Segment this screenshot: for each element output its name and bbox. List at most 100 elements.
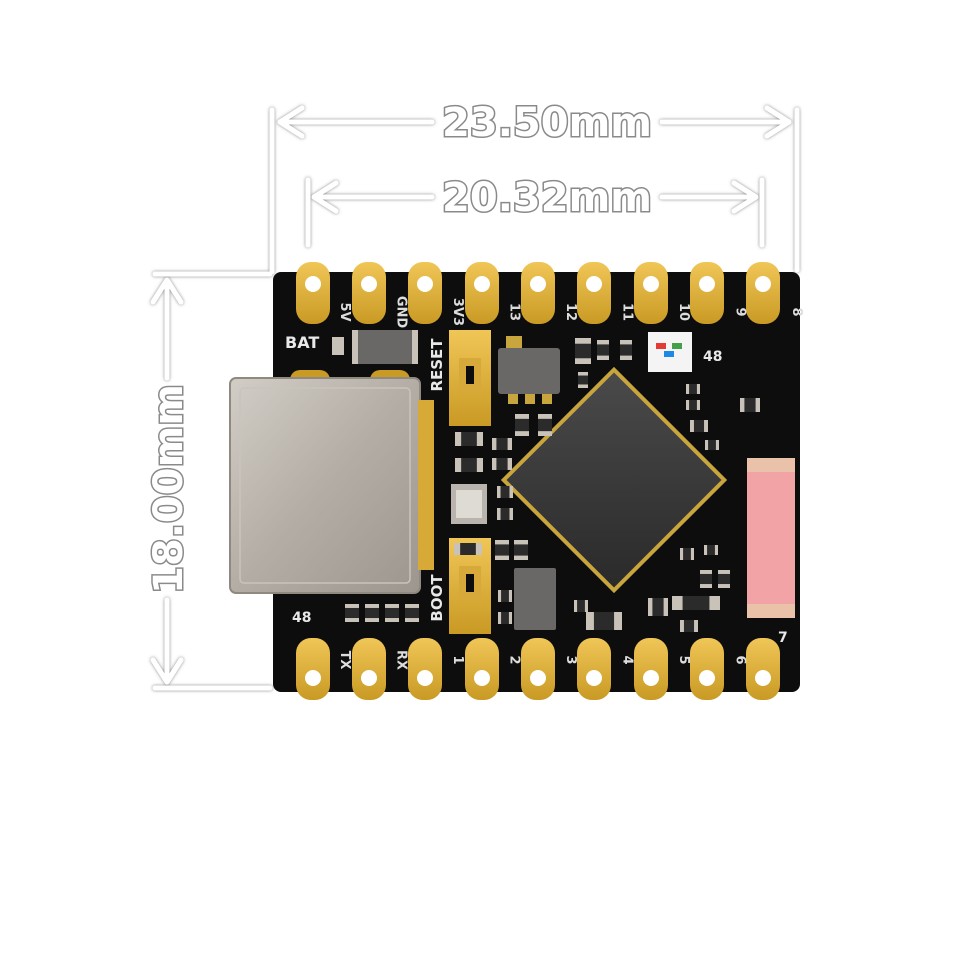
smd-component [365,604,379,622]
smd-end [696,400,700,410]
height-arrow-bottom [150,657,184,685]
top-pad-hole [417,276,433,292]
smd-body [680,620,698,632]
smd-end [578,384,588,388]
smd-body [680,548,694,560]
top-pad [465,262,499,324]
smd-end [704,420,708,432]
smd-end [718,584,730,588]
smd-component [705,440,719,450]
bottom-pin-label: 6 [733,655,748,664]
dimension-lines [150,105,800,691]
smd-end [495,540,509,545]
smd-end [686,400,690,410]
bat-label: BAT [285,333,319,352]
top-pad [296,262,330,324]
smd-component [454,543,482,555]
inner-width-arrow-right [731,180,759,214]
smd-component [538,414,552,436]
top-pad [352,262,386,324]
smd-end [492,438,497,450]
led-green [672,343,682,349]
smd-component [405,604,419,622]
smd-component [620,340,632,360]
bottom-pad-hole [530,670,546,686]
smd-end [690,548,694,560]
bottom-pad-hole [586,670,602,686]
voltage-regulator [498,348,560,394]
bottom-pad-hole [755,670,771,686]
top-pad-hole [643,276,659,292]
smd-component [597,340,609,360]
smd-body [686,400,700,410]
smd-component [492,438,512,450]
top-pad [690,262,724,324]
mcu-package [506,372,722,588]
smd-end [663,598,668,616]
bottom-pad [746,638,780,700]
bottom-pad [465,638,499,700]
led-blue [664,351,674,357]
smd-end [680,620,684,632]
bottom-pad-hole [305,670,321,686]
smd-component [498,612,512,624]
smd-component [575,338,591,364]
smd-body [597,340,609,360]
smd-end [365,604,379,608]
smd-end [475,543,482,555]
smd-end [694,620,698,632]
boot-button-hole [466,574,474,592]
smd-end [575,358,591,364]
mcu-chip [500,366,728,594]
smd-component [514,540,528,560]
top-pad [577,262,611,324]
smd-end [597,355,609,360]
smd-body [620,340,632,360]
smd-end [584,600,588,612]
inductor [352,330,418,364]
bottom-pin-label: 4 [620,655,635,664]
smd-body [740,398,760,412]
smd-component [492,458,512,470]
regulator-pin-1 [506,336,522,348]
smd-end [514,540,528,545]
smd-end [405,618,419,622]
outer-width-arrow-left [277,105,305,139]
top-pin-label: 10 [676,303,691,321]
smd-end [509,486,513,498]
top-pin-label: 12 [563,303,578,321]
top-pin-label: 8 [789,307,804,316]
smd-end [597,340,609,345]
bottom-pin-label: 1 [450,655,465,664]
smd-end [507,438,512,450]
smd-body [690,420,708,432]
boot-label: BOOT [428,574,446,622]
bottom-pin-label: 5 [676,655,691,664]
smd-component [690,420,708,432]
smd-end [455,432,462,446]
smd-component [740,398,760,412]
smd-end [385,604,399,608]
top-pad-hole [474,276,490,292]
smd-body [515,414,529,436]
inductor-cap-left [352,330,358,364]
smd-end [714,545,718,555]
smd-body [492,438,512,450]
smd-body [514,540,528,560]
inner-width-arrow-left [311,180,339,214]
regulator-pin-2 [508,394,518,404]
led-label: 48 [703,349,722,365]
smd-end [538,414,552,419]
smd-end [704,545,708,555]
smd-body [455,432,483,446]
smd-body [648,598,668,616]
smd-end [538,431,552,436]
smd-component [700,570,712,588]
smd-end [405,604,419,608]
smd-end [705,440,709,450]
smd-body [672,596,720,610]
smd-component [574,600,588,612]
top-pad-hole [755,276,771,292]
regulator-pin-3 [525,394,535,404]
